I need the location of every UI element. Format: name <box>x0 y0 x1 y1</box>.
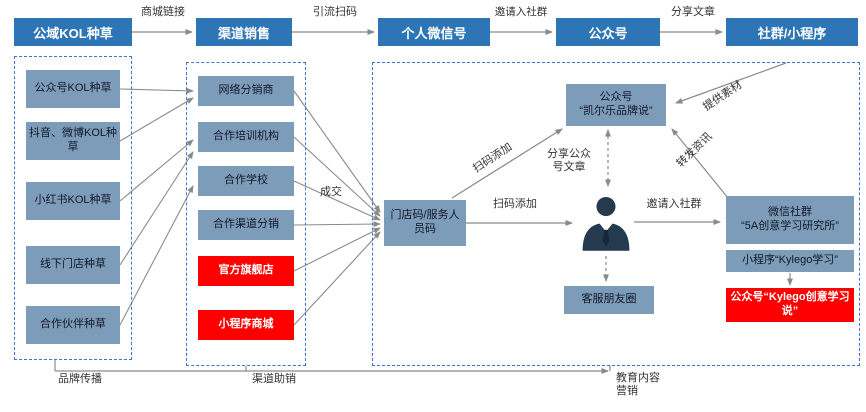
seed-to-channel-arrows <box>119 87 194 326</box>
community-box: 微信社群 “5A创意学习研究所” <box>726 196 854 244</box>
stage-channel-sales: 渠道销售 <box>196 18 292 46</box>
channel-item-network-distributor: 网络分销商 <box>198 76 294 106</box>
seed-sources-group <box>14 56 132 360</box>
channel-item-school: 合作学校 <box>198 166 294 196</box>
wechat-zone-arrows <box>451 62 793 286</box>
label-share-article: 分享公众号文章 <box>547 148 591 174</box>
wechat-ecosystem-group <box>372 62 860 366</box>
label-scan-add: 扫码添加 <box>493 198 537 210</box>
footer-label-channel-assist: 渠道助销 <box>252 373 296 385</box>
person-icon <box>582 197 630 251</box>
connector-label-invite-group: 邀请入社群 <box>494 6 548 18</box>
connector-label-share-article: 分享文章 <box>671 6 715 18</box>
connector-label-scan-traffic: 引流扫码 <box>313 6 357 18</box>
channel-item-training-org: 合作培训机构 <box>198 122 294 152</box>
seed-item-douyin-weibo: 抖音、微博KOL种草 <box>26 122 120 160</box>
creative-account-box: 公众号“Kylego创意学习说” <box>726 288 854 322</box>
channel-to-storecode-arrows <box>293 90 381 326</box>
stage-public-kol: 公域KOL种草 <box>14 18 132 46</box>
seed-item-xiaohongshu: 小红书KOL种草 <box>26 182 120 220</box>
mini-program-box: 小程序“Kylego学习” <box>726 250 854 272</box>
seed-item-official-kol: 公众号KOL种草 <box>26 70 120 108</box>
connector-label-mall-link: 商城链接 <box>141 6 185 18</box>
service-moments-box: 客服朋友圈 <box>564 286 654 314</box>
channel-item-miniprogram-mall: 小程序商城 <box>198 310 294 340</box>
stage-community-miniprogram: 社群/小程序 <box>726 18 858 46</box>
store-code-box: 门店码/服务人员码 <box>384 200 466 246</box>
seed-item-offline-store: 线下门店种草 <box>26 246 120 284</box>
footer-label-brand-spread: 品牌传播 <box>58 373 102 385</box>
stage-official-account: 公众号 <box>556 18 660 46</box>
channel-item-flagship-store: 官方旗舰店 <box>198 256 294 286</box>
channel-item-channel-distribution: 合作渠道分销 <box>198 210 294 240</box>
label-deal: 成交 <box>320 186 342 198</box>
seed-item-partner: 合作伙伴种草 <box>26 306 120 344</box>
stage-personal-wechat: 个人微信号 <box>378 18 490 46</box>
label-invite-group: 邀请入社群 <box>646 198 702 210</box>
footer-label-education-marketing: 教育内容营销 <box>616 372 660 398</box>
brand-account-box: 公众号 “凯尔乐品牌说” <box>566 84 666 126</box>
channel-group <box>186 62 306 366</box>
customer-person-icon <box>580 192 632 254</box>
footer-bracket-lines <box>54 360 611 374</box>
